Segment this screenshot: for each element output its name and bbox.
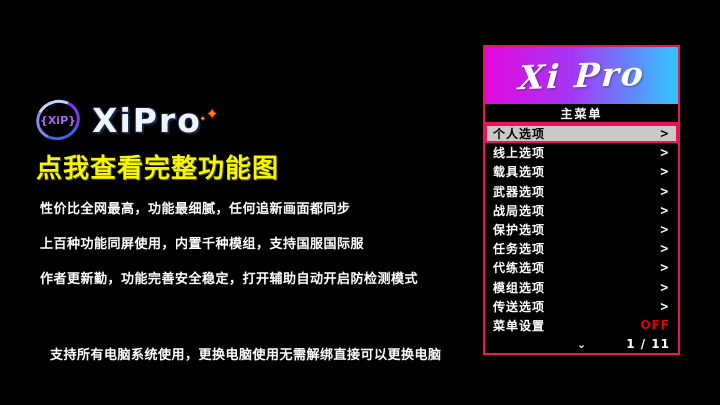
menu-subtitle: 主菜单	[485, 104, 678, 124]
page-indicator: 1 / 11	[626, 337, 670, 351]
chevron-right-icon: >	[659, 184, 670, 199]
menu-item-label: 个人选项	[493, 127, 546, 142]
menu-item-label: 保护选项	[493, 223, 546, 238]
menu-title: Xi Pro	[517, 53, 646, 98]
view-full-features-link[interactable]: 点我查看完整功能图	[36, 154, 280, 184]
promo-line-3: 作者更新勤，功能完善安全稳定，打开辅助自动开启防检测模式	[40, 272, 419, 287]
chevron-right-icon: >	[659, 145, 670, 160]
menu-item[interactable]: 保护选项 >	[485, 220, 678, 239]
sparkle-icon: ✦	[200, 105, 218, 123]
promo-line-1: 性价比全网最高，功能最细腻，任何追新画面都同步	[40, 202, 351, 217]
chevron-right-icon: >	[659, 126, 670, 141]
menu-item-label: 代练选项	[493, 261, 546, 276]
menu-pager: ⌄ 1 / 11	[485, 335, 678, 353]
menu-item[interactable]: 菜单设置 OFF	[485, 316, 678, 335]
menu-item-label: 传送选项	[493, 299, 546, 314]
chevron-right-icon: >	[659, 241, 670, 256]
menu-item[interactable]: 个人选项 >	[485, 124, 678, 144]
menu-item[interactable]: 任务选项 >	[485, 239, 678, 258]
logo-badge-text: {XiP}	[40, 113, 76, 127]
menu-item-label: 载具选项	[493, 165, 546, 180]
menu-item[interactable]: 线上选项 >	[485, 143, 678, 162]
scroll-down-icon[interactable]: ⌄	[576, 337, 587, 351]
chevron-right-icon: >	[659, 164, 670, 180]
menu-panel: Xi Pro 主菜单 个人选项>线上选项>载具选项>武器选项>战局选项>保护选项…	[483, 45, 680, 355]
menu-list: 个人选项 > 线上选项 > 载具选项 > 武器选项 > 战局选项 > 保护选项 > 任务选项 > 代练选项 >…	[485, 124, 678, 335]
menu-item[interactable]: 载具选项 >	[485, 162, 678, 181]
menu-item-label: 线上选项	[493, 146, 546, 161]
menu-item-label: 战局选项	[493, 203, 546, 218]
chevron-right-icon: >	[659, 299, 670, 314]
menu-item-value: OFF	[640, 318, 670, 333]
menu-header: Xi Pro	[485, 47, 678, 104]
menu-item[interactable]: 模组选项 >	[485, 278, 678, 297]
menu-item-label: 任务选项	[493, 242, 546, 257]
menu-item-label: 武器选项	[493, 184, 546, 199]
chevron-right-icon: >	[659, 260, 670, 276]
logo-wordmark: XiPro	[92, 100, 202, 140]
xipro-logo-icon: {XiP}	[30, 94, 86, 146]
menu-item[interactable]: 武器选项 >	[485, 182, 678, 201]
menu-item[interactable]: 战局选项 >	[485, 201, 678, 220]
promo-footer-text: 支持所有电脑系统使用，更换电脑使用无需解绑直接可以更换电脑	[50, 348, 442, 363]
menu-item[interactable]: 传送选项 >	[485, 297, 678, 316]
menu-item-label: 模组选项	[493, 280, 546, 295]
promo-text: 性价比全网最高，功能最细腻，任何追新画面都同步 上百种功能同屏使用，内置千种模组…	[40, 198, 460, 303]
menu-item-label: 菜单设置	[493, 318, 546, 333]
promo-line-2: 上百种功能同屏使用，内置千种模组，支持国服国际服	[40, 237, 365, 252]
menu-item[interactable]: 代练选项 >	[485, 258, 678, 277]
logo: {XiP} XiPro ✦	[30, 94, 218, 146]
chevron-right-icon: >	[659, 222, 670, 237]
chevron-right-icon: >	[659, 203, 670, 218]
chevron-right-icon: >	[659, 279, 670, 295]
